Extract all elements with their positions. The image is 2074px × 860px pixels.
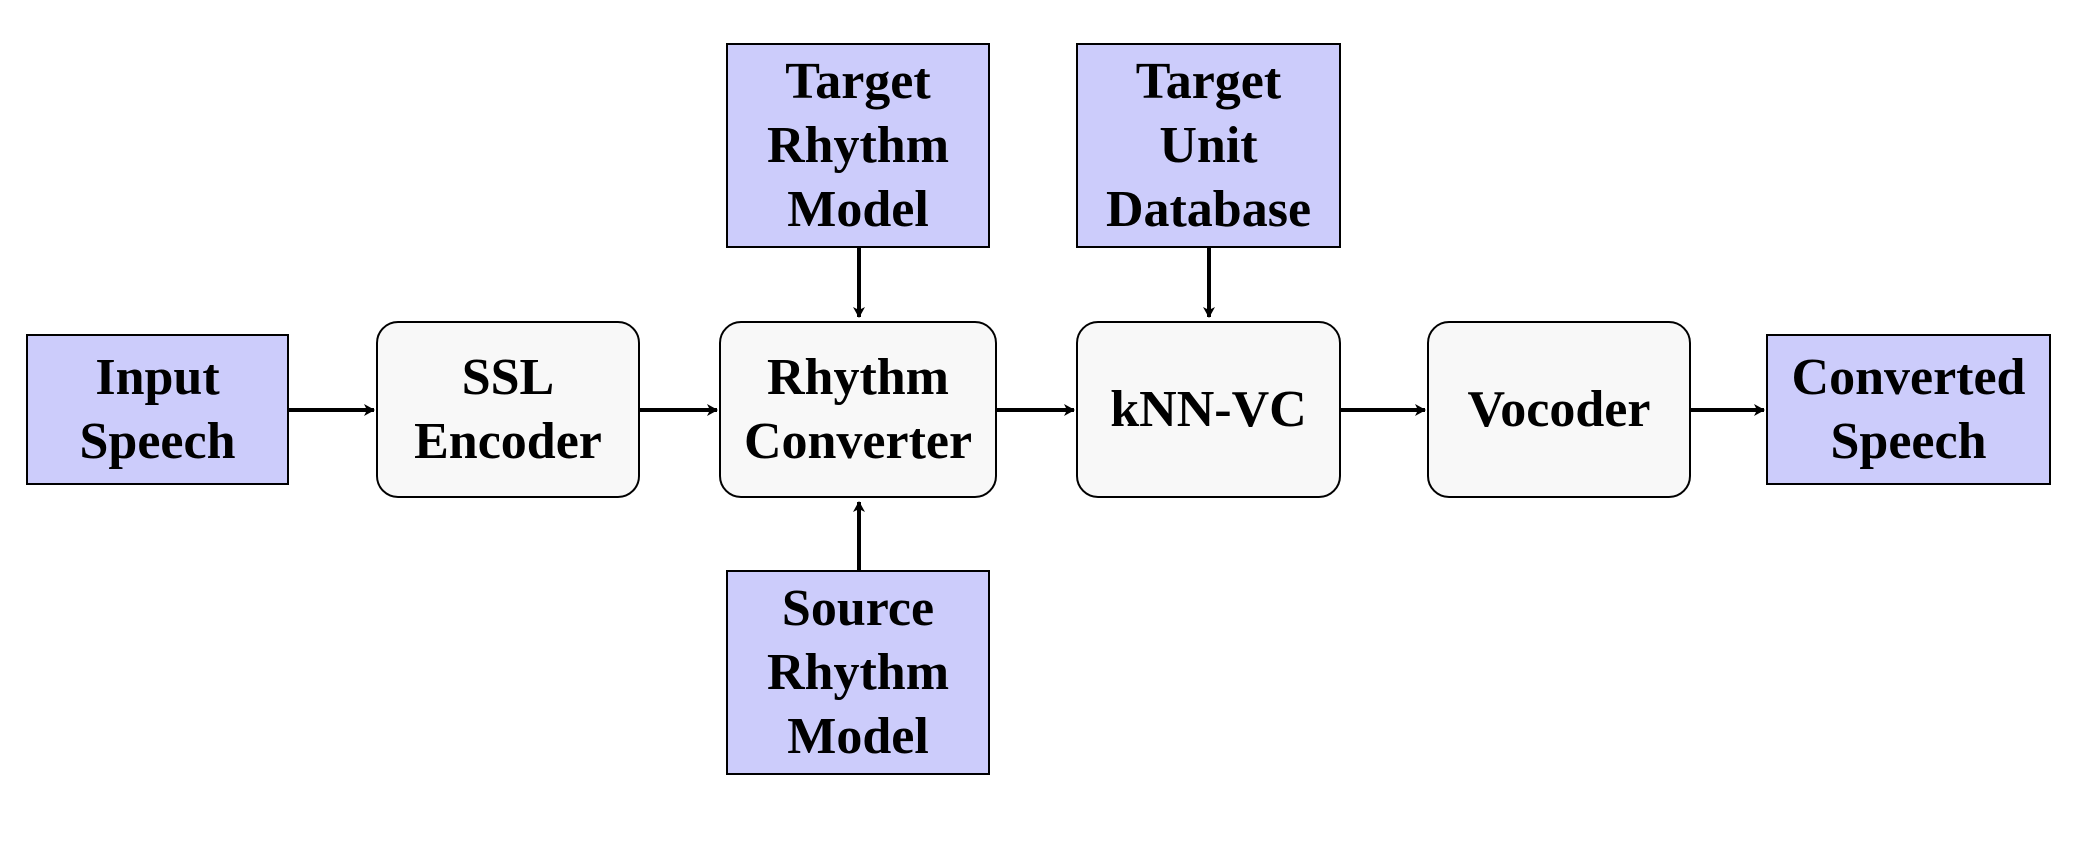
ssl-encoder-node: SSL Encoder	[376, 321, 640, 498]
vocoder-label: Vocoder	[1467, 380, 1651, 438]
rhythm-converter-node: Rhythm Converter	[719, 321, 997, 498]
input-speech-node: Input Speech	[26, 334, 289, 485]
target-unit-database-node: Target Unit Database	[1076, 43, 1341, 248]
input-speech-label: Input Speech	[79, 348, 236, 470]
knn-vc-node: kNN-VC	[1076, 321, 1341, 498]
knn-vc-label: kNN-VC	[1110, 380, 1307, 438]
converted-speech-node: Converted Speech	[1766, 334, 2051, 485]
ssl-encoder-label: SSL Encoder	[414, 348, 602, 470]
source-rhythm-model-label: Source Rhythm Model	[766, 579, 950, 765]
target-unit-database-label: Target Unit Database	[1105, 52, 1312, 238]
source-rhythm-model-node: Source Rhythm Model	[726, 570, 990, 775]
vocoder-node: Vocoder	[1427, 321, 1691, 498]
converted-speech-label: Converted Speech	[1791, 348, 2026, 470]
target-rhythm-model-node: Target Rhythm Model	[726, 43, 990, 248]
target-rhythm-model-label: Target Rhythm Model	[766, 52, 950, 238]
rhythm-converter-label: Rhythm Converter	[743, 348, 973, 470]
